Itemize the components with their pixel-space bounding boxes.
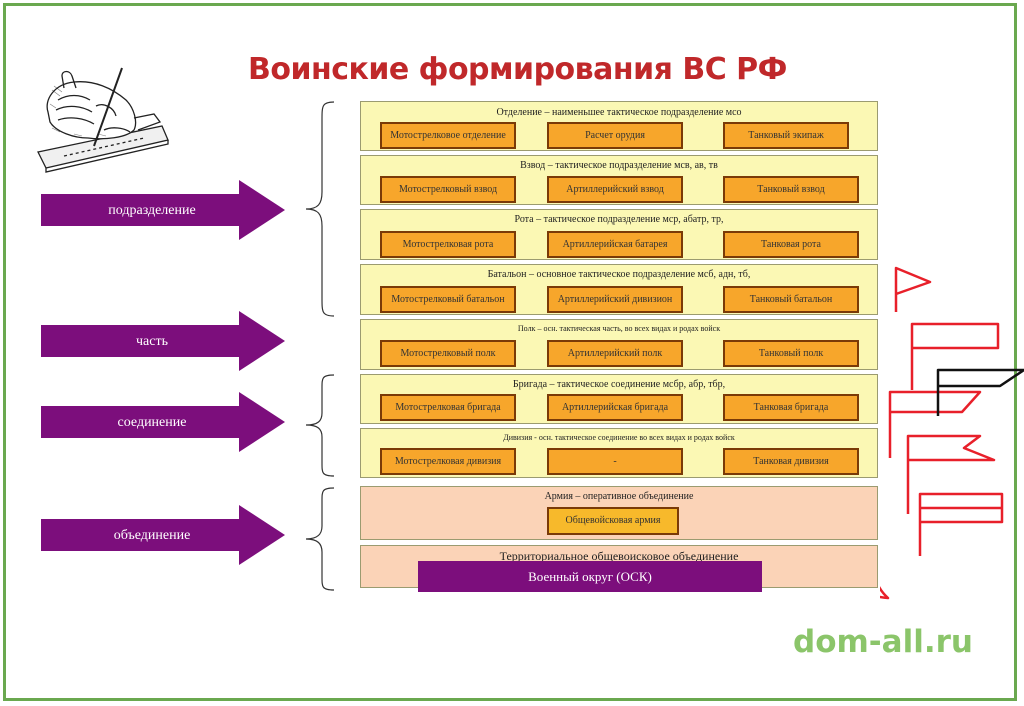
unit-box: Танковый полк (723, 340, 859, 367)
arrow-chast (41, 311, 285, 371)
level-title: Дивизия - осн. тактическое соединение во… (503, 433, 735, 442)
unit-box: Общевойсковая армия (547, 507, 679, 535)
unit-box: Мотострелковый полк (380, 340, 516, 367)
category-label-chast: часть (136, 334, 168, 349)
unit-box: Артиллерийский дивизион (547, 286, 683, 313)
level-title: Батальон – основное тактическое подразде… (487, 269, 751, 280)
level-band-rota: Рота – тактическое подразделение мср, аб… (360, 209, 878, 260)
category-label-soedinenie: соединение (117, 415, 187, 430)
level-band-vzvod: Взвод – тактическое подразделение мсв, а… (360, 155, 878, 205)
unit-box: Артиллерийский взвод (547, 176, 683, 203)
unit-box: - (547, 448, 683, 475)
level-band-batalon: Батальон – основное тактическое подразде… (360, 264, 878, 315)
unit-box: Танковый экипаж (723, 122, 849, 149)
level-title: Отделение – наименьшее тактическое подра… (496, 107, 742, 118)
level-band-otdelenie: Отделение – наименьшее тактическое подра… (360, 101, 878, 151)
watermark-text: dom-all.ru (793, 624, 973, 660)
unit-box: Танковая рота (723, 231, 859, 258)
level-band-diviziya: Дивизия - осн. тактическое соединение во… (360, 428, 878, 478)
hand-writing-illustration (37, 67, 169, 173)
unit-box: Мотострелковое отделение (380, 122, 516, 149)
level-title: Армия – оперативное объединение (544, 491, 694, 502)
category-label-obedinenie: объединение (113, 528, 191, 543)
brace-soedinenie (305, 374, 335, 477)
unit-box: Артиллерийская бригада (547, 394, 683, 421)
level-title: Взвод – тактическое подразделение мсв, а… (520, 160, 718, 171)
arrow-podrazdelenie (41, 180, 285, 240)
page-frame (3, 3, 1017, 701)
unit-box: Мотострелковый батальон (380, 286, 516, 313)
unit-box: Мотострелковая дивизия (380, 448, 516, 475)
level-title: Территориальное общевоисковое объединени… (499, 549, 739, 563)
brace-podrazdelenie (305, 101, 335, 317)
unit-box: Танковый батальон (723, 286, 859, 313)
level-band-armiya: Армия – оперативное объединение Общевойс… (360, 486, 878, 540)
flag-icons (880, 266, 1024, 600)
unit-box: Мотострелковая бригада (380, 394, 516, 421)
level-title: Бригада – тактическое соединение мсбр, а… (512, 379, 726, 390)
unit-box: Танковый взвод (723, 176, 859, 203)
brace-obedinenie (305, 487, 335, 591)
unit-box: Расчет орудия (547, 122, 683, 149)
page-title: Воинские формирования ВС РФ (248, 52, 787, 87)
unit-box: Мотострелковая рота (380, 231, 516, 258)
military-district-box: Военный округ (ОСК) (418, 561, 762, 592)
level-band-polk: Полк – осн. тактическая часть, во всех в… (360, 319, 878, 370)
level-title: Полк – осн. тактическая часть, во всех в… (517, 324, 721, 333)
level-band-brigada: Бригада – тактическое соединение мсбр, а… (360, 374, 878, 424)
category-label-podrazdelenie: подразделение (108, 203, 196, 218)
unit-box: Танковая дивизия (723, 448, 859, 475)
unit-box: Артиллерийский полк (547, 340, 683, 367)
arrow-soedinenie (41, 392, 285, 452)
unit-box: Танковая бригада (723, 394, 859, 421)
unit-box: Артиллерийская батарея (547, 231, 683, 258)
arrow-obedinenie (41, 505, 285, 565)
level-title: Рота – тактическое подразделение мср, аб… (514, 214, 724, 225)
unit-box: Мотострелковый взвод (380, 176, 516, 203)
